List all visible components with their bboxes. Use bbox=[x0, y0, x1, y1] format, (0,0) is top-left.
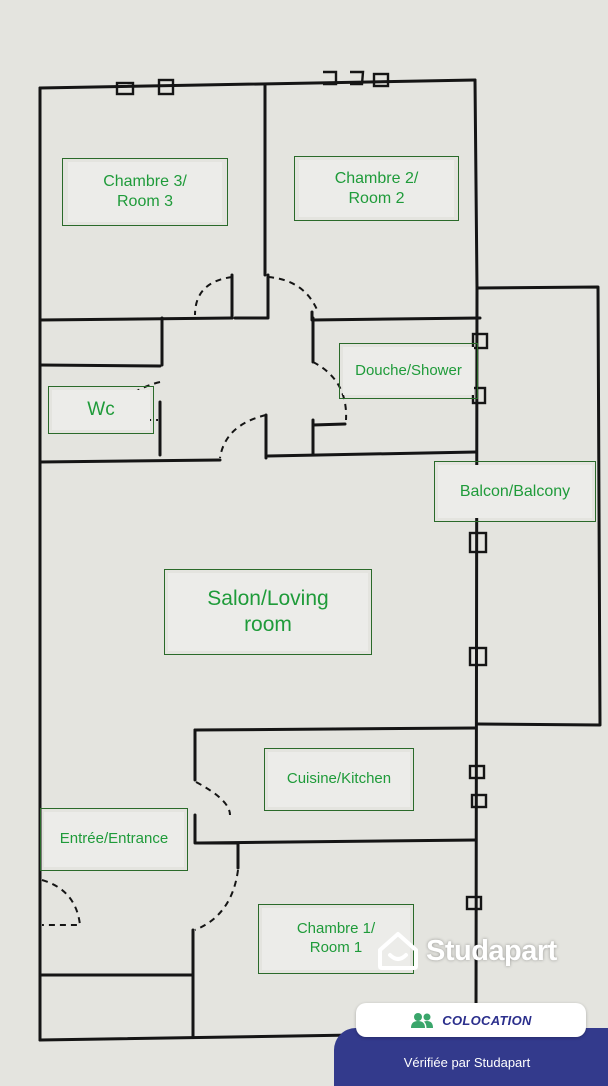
room-label-cuisine: Cuisine/Kitchen bbox=[268, 752, 410, 807]
room-label-entree: Entrée/Entrance bbox=[44, 812, 184, 867]
room-label-douche: Douche/Shower bbox=[343, 347, 474, 395]
walls bbox=[38, 78, 602, 1042]
label-frame bbox=[40, 808, 188, 871]
studapart-logo-text: Studapart bbox=[426, 934, 557, 967]
room-label-chambre-1: Chambre 1/ Room 1 bbox=[262, 908, 410, 970]
verified-text: Vérifiée par Studapart bbox=[403, 1055, 531, 1070]
studapart-watermark: Studapart bbox=[376, 930, 557, 972]
label-frame bbox=[48, 386, 154, 434]
label-frame bbox=[294, 156, 459, 221]
room-label-salon: Salon/Loving room bbox=[168, 573, 368, 651]
room-label-balcon: Balcon/Balcony bbox=[438, 465, 592, 518]
label-frame bbox=[339, 343, 478, 399]
colocation-label: COLOCATION bbox=[442, 1012, 532, 1028]
room-label-chambre-3: Chambre 3/ Room 3 bbox=[68, 162, 222, 222]
label-frame bbox=[258, 904, 414, 974]
label-frame bbox=[62, 158, 228, 226]
people-icon bbox=[411, 1013, 434, 1028]
label-frame bbox=[264, 748, 414, 811]
label-frame bbox=[434, 461, 596, 522]
colocation-badge: COLOCATION bbox=[356, 1003, 586, 1037]
room-label-chambre-2: Chambre 2/ Room 2 bbox=[299, 160, 454, 217]
verified-banner: Vérifiée par Studapart bbox=[334, 1028, 608, 1086]
house-icon bbox=[378, 932, 418, 970]
window-markers bbox=[115, 70, 489, 911]
room-label-wc: Wc bbox=[52, 390, 150, 430]
label-frame bbox=[164, 569, 372, 655]
